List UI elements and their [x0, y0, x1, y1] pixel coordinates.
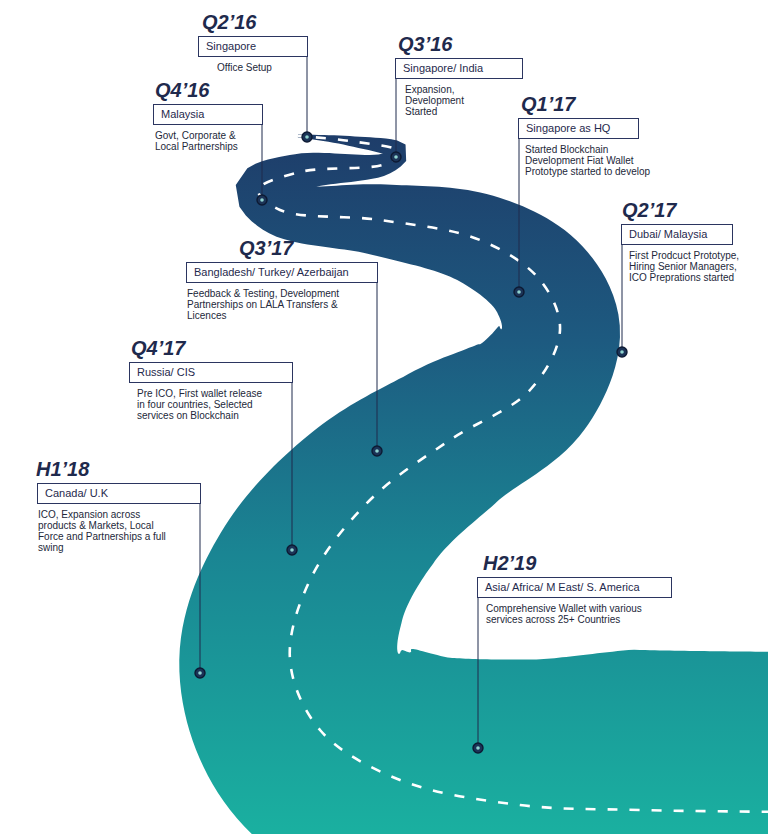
leader-line: [519, 139, 520, 287]
dot-ring: [391, 152, 401, 162]
milestone-period: Q1’17: [521, 93, 575, 115]
location-label: Malaysia: [161, 108, 255, 121]
milestone-box: Q3’17Bangladesh/ Turkey/ AzerbaijanFeedb…: [186, 262, 378, 283]
leader-line: [292, 383, 293, 545]
milestone-dot: [287, 545, 297, 555]
milestone-period: Q3’17: [239, 237, 293, 259]
road-guide: [258, 136, 768, 812]
milestone-dot: [372, 446, 382, 456]
milestone-dot: [514, 287, 524, 297]
milestone-box: H1’18Canada/ U.KICO, Expansion across pr…: [37, 483, 201, 504]
milestone-dot: [473, 743, 483, 753]
road: [179, 135, 768, 834]
milestone-period: Q2’16: [202, 11, 256, 33]
dot-centre: [305, 135, 309, 139]
milestone-dot: [391, 152, 401, 162]
dot-centre: [620, 350, 624, 354]
location-label: Singapore/ India: [403, 62, 515, 75]
milestone-description: Expansion, Development Started: [405, 84, 480, 117]
dot-centre: [260, 198, 264, 202]
leader-line: [622, 245, 623, 347]
leader-line: [200, 504, 201, 668]
dot-centre: [290, 548, 294, 552]
milestone-description: Started Blockchain Development Fiat Wall…: [525, 144, 663, 177]
location-label: Singapore as HQ: [526, 122, 631, 135]
milestone-box: Q2’17Dubai/ MalaysiaFirst Prodcuct Proto…: [621, 224, 733, 245]
location-label: Canada/ U.K: [45, 487, 193, 500]
dot-ring: [302, 132, 312, 142]
dot-ring: [372, 446, 382, 456]
milestone-description: Pre ICO, First wallet release in four co…: [137, 388, 267, 421]
dot-ring: [514, 287, 524, 297]
leader-line: [307, 57, 308, 132]
milestone-period: H2’19: [483, 552, 536, 574]
dot-ring: [473, 743, 483, 753]
location-label: Asia/ Africa/ M East/ S. America: [485, 581, 664, 594]
milestone-description: First Prodcuct Prototype, Hiring Senior …: [629, 250, 747, 283]
leader-line: [396, 79, 397, 152]
milestone-dot: [257, 195, 267, 205]
location-label: Singapore: [206, 40, 300, 53]
location-label: Dubai/ Malaysia: [629, 228, 725, 241]
milestone-box: Q4’17Russia/ CISPre ICO, First wallet re…: [129, 362, 293, 383]
milestone-dot: [195, 668, 205, 678]
milestone-period: H1’18: [36, 458, 89, 480]
milestone-box: Q4’16MalaysiaGovt, Corporate & Local Par…: [153, 104, 263, 125]
milestone-description: Govt, Corporate & Local Partnerships: [155, 130, 259, 152]
leader-line: [377, 283, 378, 446]
dot-ring: [287, 545, 297, 555]
dot-centre: [198, 671, 202, 675]
milestone-dot: [617, 347, 627, 357]
milestone-period: Q4’17: [131, 337, 185, 359]
milestone-period: Q4’16: [155, 79, 209, 101]
dot-ring: [617, 347, 627, 357]
milestone-box: Q3’16Singapore/ IndiaExpansion, Developm…: [395, 58, 523, 79]
dot-ring: [195, 668, 205, 678]
location-label: Bangladesh/ Turkey/ Azerbaijan: [194, 266, 370, 279]
milestone-description: Comprehensive Wallet with various servic…: [486, 603, 646, 625]
dot-centre: [394, 155, 398, 159]
dot-centre: [517, 290, 521, 294]
milestone-box: Q2’16SingaporeOffice Setup: [198, 36, 308, 57]
location-label: Russia/ CIS: [137, 366, 285, 379]
milestone-description: Feedback & Testing, Development Partners…: [187, 288, 357, 321]
leader-line: [262, 125, 263, 195]
milestone-dot: [302, 132, 312, 142]
dot-centre: [375, 449, 379, 453]
dot-centre: [476, 746, 480, 750]
milestone-period: Q3’16: [398, 33, 452, 55]
milestone-box: Q1’17Singapore as HQStarted Blockchain D…: [518, 118, 639, 139]
milestone-box: H2’19Asia/ Africa/ M East/ S. AmericaCom…: [477, 577, 672, 598]
leader-line: [478, 598, 479, 743]
milestone-period: Q2’17: [622, 199, 676, 221]
milestone-description: ICO, Expansion across products & Markets…: [38, 509, 178, 553]
milestone-description: Office Setup: [217, 62, 297, 73]
road-dashes: [258, 136, 768, 812]
dot-ring: [257, 195, 267, 205]
road-shape: [179, 135, 768, 834]
milestone-dots: [195, 132, 627, 753]
